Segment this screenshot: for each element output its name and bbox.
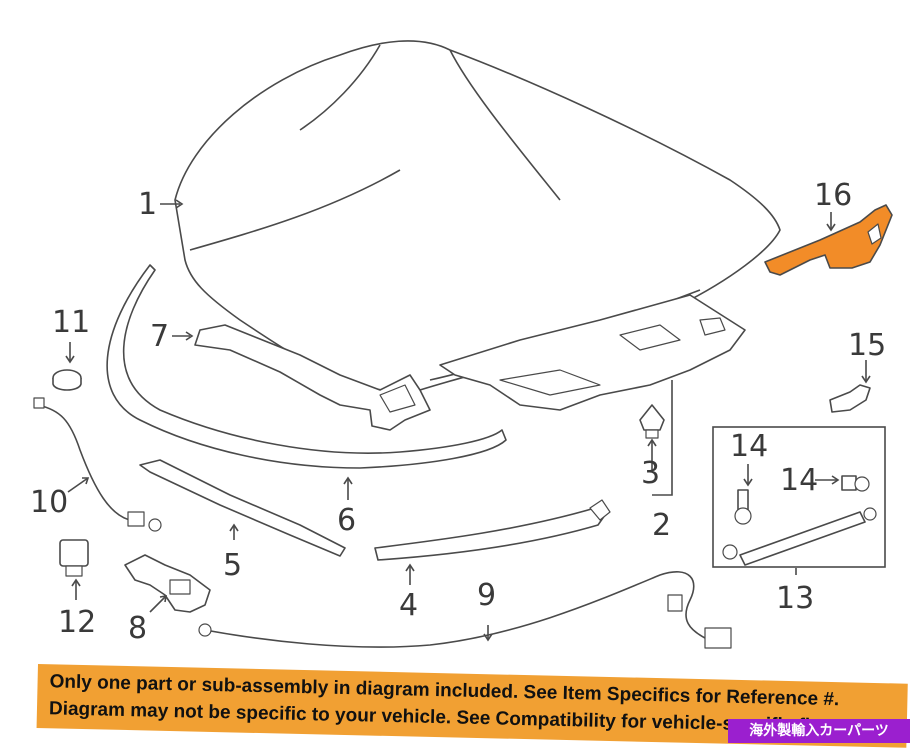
shop-badge: 海外製輸入カーパーツ	[728, 719, 910, 743]
part-number-14-left: 14	[730, 429, 768, 464]
leader-lines	[65, 199, 871, 642]
part-number-2: 2	[652, 508, 671, 543]
part-number-14-right: 14	[780, 463, 818, 498]
sensor-lead-part	[33, 397, 162, 532]
release-cable-part	[198, 571, 732, 649]
lower-seal-part	[374, 499, 611, 561]
part-number-1: 1	[138, 187, 157, 222]
part-number-15: 15	[848, 328, 886, 363]
clip-part	[639, 404, 665, 439]
part-number-8: 8	[128, 611, 147, 646]
seal-strip-part	[139, 459, 346, 557]
bracket-part	[194, 324, 431, 431]
bumper-stop-part	[52, 369, 82, 391]
hood-hinge-highlighted-part	[764, 204, 893, 276]
part-number-5: 5	[223, 548, 242, 583]
part-number-7: 7	[150, 319, 169, 354]
latch-part	[124, 554, 211, 613]
part-number-10: 10	[30, 485, 68, 520]
part-number-16: 16	[814, 178, 852, 213]
part-number-9: 9	[477, 578, 496, 613]
part-number-6: 6	[337, 503, 356, 538]
part-number-11: 11	[52, 305, 90, 340]
hood-insulator-part	[439, 294, 746, 411]
part-number-3: 3	[641, 456, 660, 491]
part-number-13: 13	[776, 581, 814, 616]
part-number-12: 12	[58, 605, 96, 640]
hinge-bracket-part	[829, 384, 871, 413]
ball-stud-part-left	[734, 489, 752, 525]
switch-part	[59, 539, 89, 577]
support-strut-group	[712, 426, 886, 568]
front-seal-part	[106, 264, 507, 469]
part-number-4: 4	[399, 588, 418, 623]
ball-stud-part-right	[841, 475, 870, 492]
